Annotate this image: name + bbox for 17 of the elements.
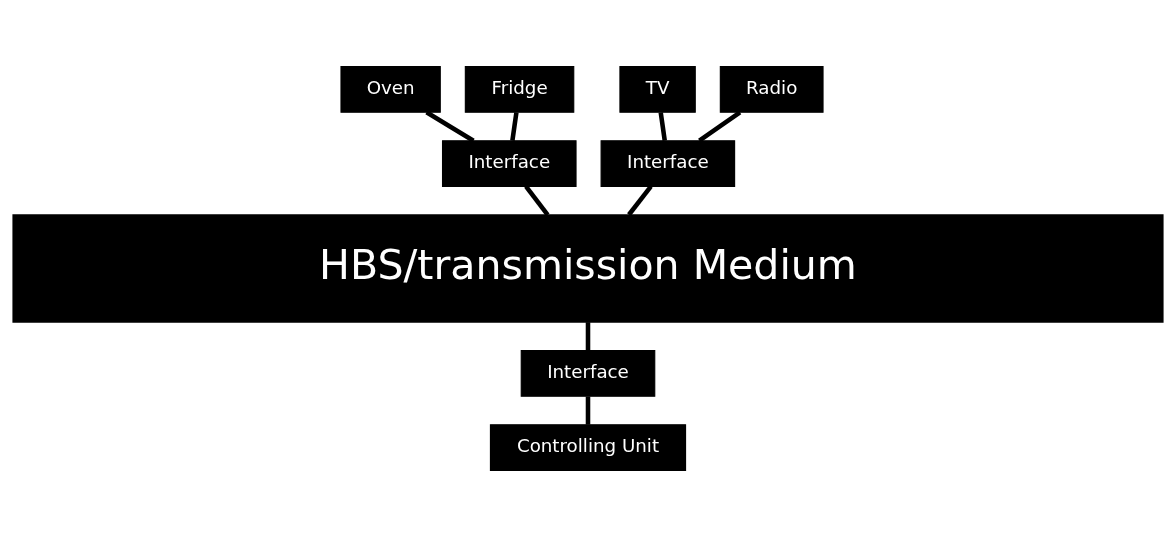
connector: [658, 112, 667, 141]
node-box: Interface: [441, 140, 577, 187]
node-box: Interface: [520, 350, 656, 397]
connector: [510, 112, 519, 141]
node-box: Oven: [340, 66, 441, 113]
node-box: Radio: [719, 66, 824, 113]
node-box: Fridge: [464, 66, 575, 113]
connector: [425, 110, 475, 143]
connector: [698, 110, 742, 143]
connector: [585, 322, 591, 351]
node-box: TV: [619, 66, 696, 113]
connector: [585, 396, 591, 425]
node-box: HBS/transmission Medium: [12, 214, 1164, 323]
connector: [627, 185, 653, 217]
node-box: Interface: [600, 140, 736, 187]
connector: [524, 185, 550, 217]
node-box: Controlling Unit: [489, 424, 687, 471]
